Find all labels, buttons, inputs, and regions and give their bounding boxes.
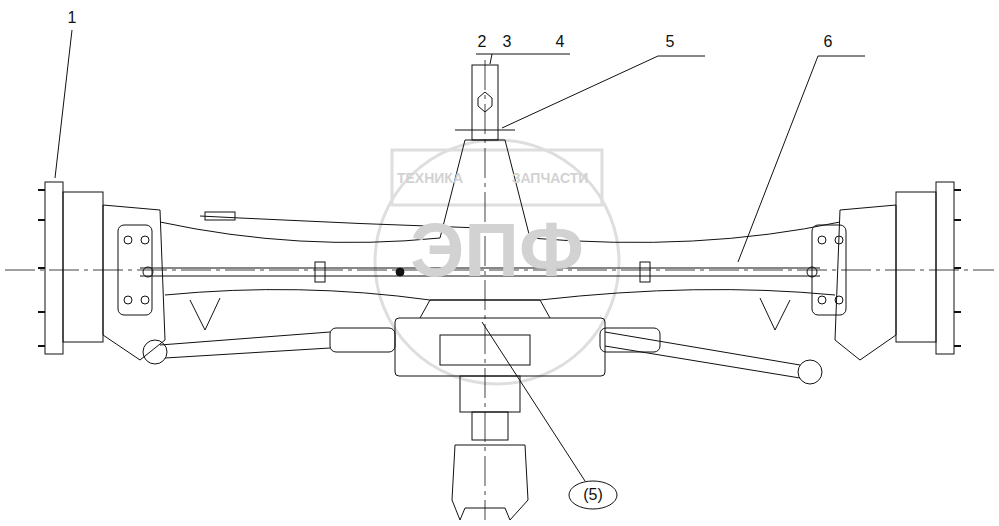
callout-number: 2 [478, 34, 487, 50]
callout-number: (5) [583, 487, 603, 503]
callout-number: 3 [503, 34, 512, 50]
callout-number: 1 [68, 10, 77, 26]
callout-number: 6 [824, 34, 833, 50]
watermark-text: ТЕХНИКА [397, 171, 463, 185]
watermark-text: ЗАПЧАСТИ [512, 171, 589, 185]
callout-number: 4 [556, 34, 565, 50]
callout-number: 5 [666, 34, 675, 50]
watermark-logo: ЭПФ [410, 212, 584, 288]
